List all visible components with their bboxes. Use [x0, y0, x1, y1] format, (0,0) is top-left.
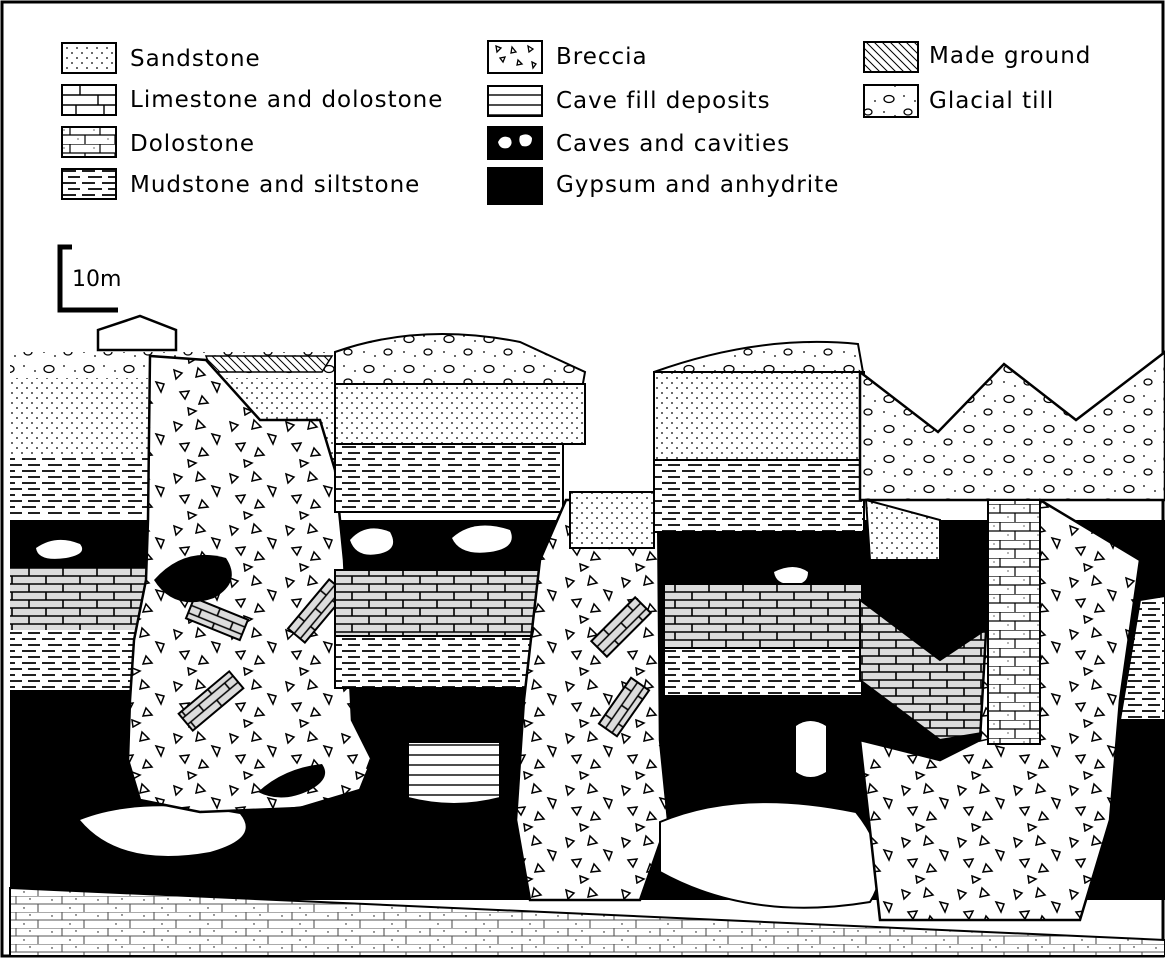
limestone-dolostone-swatch [62, 85, 116, 115]
legend-label-caves-cavities: Caves and cavities [556, 131, 790, 157]
block-center-right [654, 342, 880, 908]
legend-label-breccia: Breccia [556, 44, 648, 70]
cave-fill-swatch [488, 86, 542, 116]
legend-item-sandstone: Sandstone [62, 43, 261, 73]
breccia-pipe-2-sandstone-cap [570, 492, 654, 548]
legend-label-gypsum-anhydrite: Gypsum and anhydrite [556, 172, 839, 198]
block-center-right-limestone [664, 584, 862, 648]
block-center-right-mudstone-upper [654, 460, 864, 532]
block-center-right-lower-cave [796, 721, 826, 777]
legend-label-cave-fill: Cave fill deposits [556, 88, 771, 114]
breccia-pipe-2 [516, 500, 668, 900]
glacial-till-swatch [864, 85, 918, 117]
legend-item-dolostone: Dolostone [62, 127, 255, 157]
legend-item-made-ground: Made ground [864, 42, 1091, 72]
block-center-left-sandstone [335, 384, 585, 444]
dolostone-swatch [62, 127, 116, 157]
block-center-left-limestone [335, 570, 560, 636]
legend-item-cave-fill: Cave fill deposits [488, 86, 771, 116]
block-center-left-mudstone-upper [335, 444, 563, 512]
legend-item-glacial-till: Glacial till [864, 85, 1054, 117]
legend-label-made-ground: Made ground [929, 43, 1091, 69]
legend-item-caves-cavities: Caves and cavities [488, 127, 790, 159]
made-ground-deposit [206, 356, 332, 372]
block-left-mudstone-lower [10, 630, 140, 690]
legend-label-glacial-till: Glacial till [929, 88, 1054, 114]
legend-item-breccia: Breccia [488, 41, 648, 73]
sandstone-swatch [62, 43, 116, 73]
block-center-right-mudstone-lower [664, 648, 862, 696]
legend-item-mudstone-siltstone: Mudstone and siltstone [62, 169, 420, 199]
block-right-dolostone-column [988, 500, 1040, 744]
gypsum-anhydrite-swatch [488, 168, 542, 204]
block-center-left-mudstone-lower [335, 636, 547, 688]
block-left-limestone [10, 568, 150, 630]
legend-label-sandstone: Sandstone [130, 46, 261, 72]
scale-bar-label: 10m [72, 267, 121, 292]
made-ground-swatch [864, 42, 918, 72]
block-center-right-sandstone [654, 372, 864, 460]
mudstone-siltstone-swatch [62, 169, 116, 199]
block-center-left-cave-fill [408, 742, 500, 804]
legend-label-limestone-dolostone: Limestone and dolostone [130, 87, 443, 113]
caves-cavities-swatch [488, 127, 542, 159]
legend-label-mudstone-siltstone: Mudstone and siltstone [130, 172, 420, 198]
legend-label-dolostone: Dolostone [130, 131, 255, 157]
